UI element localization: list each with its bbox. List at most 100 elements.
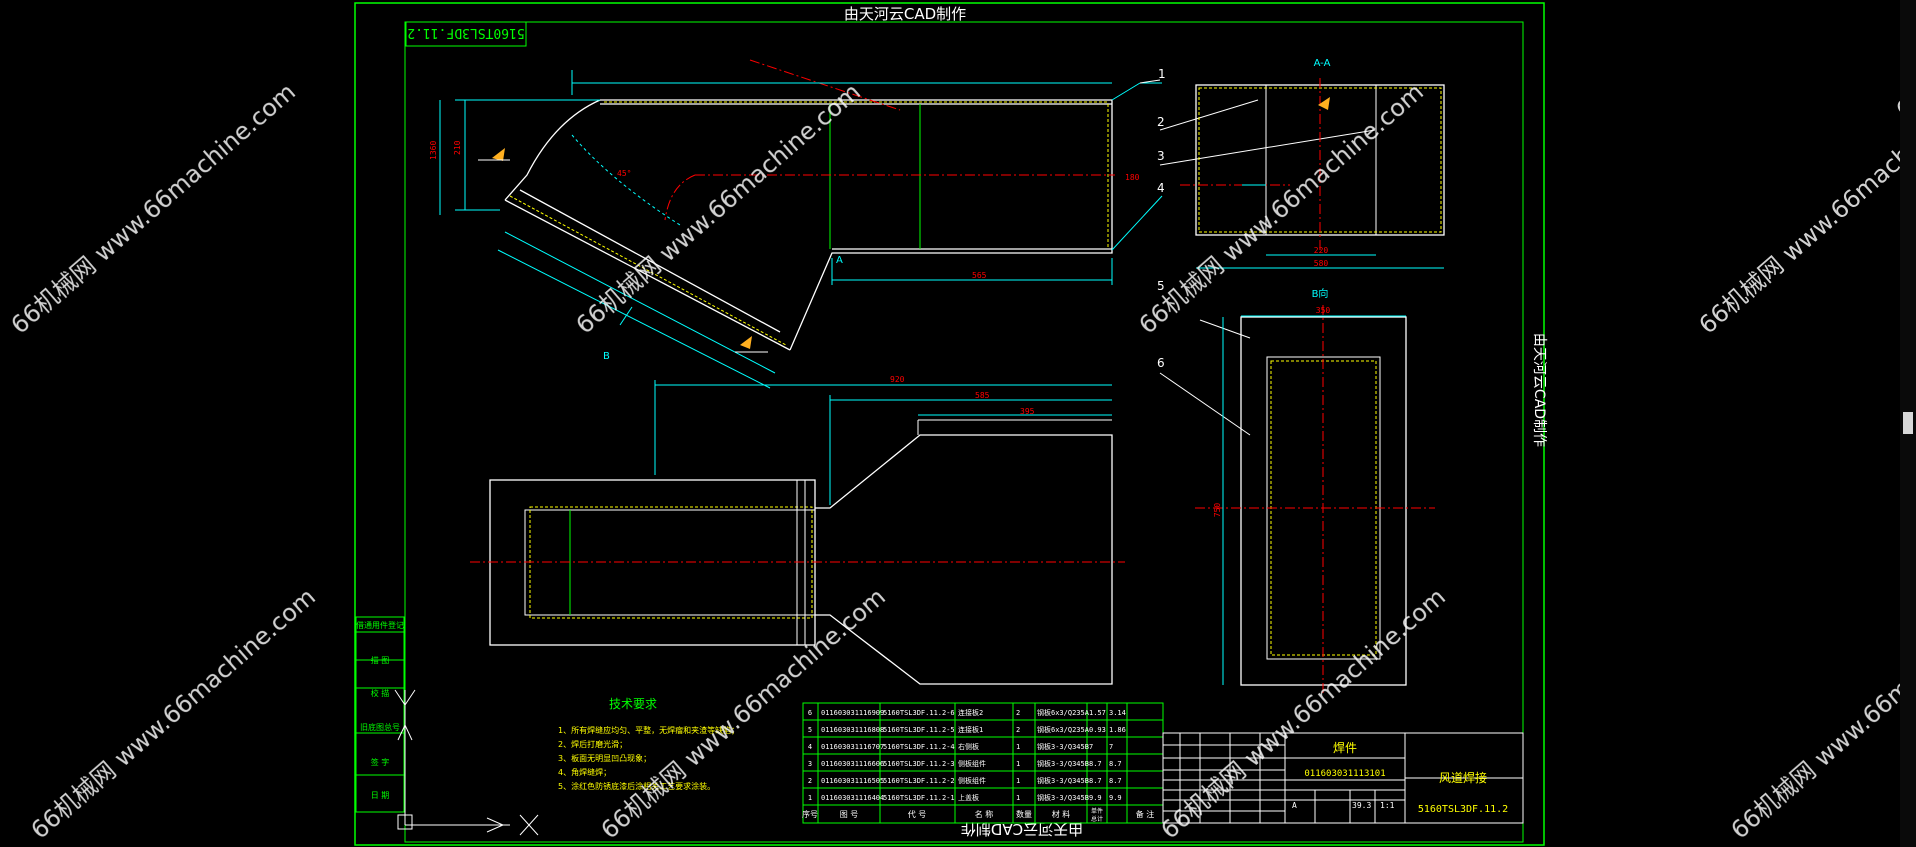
bom-cell-w2: 1.86	[1109, 726, 1126, 734]
bom-cell-ref: 5160TSL3DF.11.2-4	[883, 743, 955, 751]
bom-cell-w1: 0.93	[1089, 726, 1106, 734]
side-label-4: 签 字	[371, 757, 390, 767]
main-elbow-view: 565 45° 180 1360 210 A B	[429, 59, 1163, 389]
tb-part-name: 焊件	[1333, 740, 1357, 755]
tb-stage: A	[1292, 801, 1297, 810]
bom-cell-name: 上盖板	[958, 793, 979, 802]
tb-code-number: 011603031113101	[1304, 769, 1385, 779]
watermark-8: 66机械网 www.66machine.com	[1726, 583, 1916, 845]
tb-scale: 1:1	[1380, 801, 1395, 810]
bom-cell-no: 6	[808, 709, 812, 717]
dim-left-a: 1360	[429, 141, 438, 160]
tech-req-item-3: 4、角焊缝焊；	[558, 767, 611, 777]
dim-top-length: 565	[972, 271, 987, 280]
title-block	[1162, 732, 1524, 824]
bom-cell-qty: 1	[1016, 760, 1020, 768]
tb-assembly-name: 风道焊接	[1439, 770, 1487, 785]
side-label-3: 旧底图总号	[360, 722, 400, 732]
bom-cell-ref: 5160TSL3DF.11.2-6	[883, 709, 955, 717]
view-label-b: B	[603, 351, 610, 362]
bom-cell-code: 011603031116404	[821, 794, 884, 802]
bom-cell-w1: 1.57	[1089, 709, 1106, 717]
watermark-2: 66机械网 www.66machine.com	[571, 78, 866, 340]
bom-header-0: 序号	[802, 809, 818, 819]
bom-cell-w1: 8.7	[1089, 777, 1102, 785]
tech-req-item-2: 3、板面无明显凹凸现象；	[558, 753, 651, 763]
dim-side-height: 180	[1125, 173, 1140, 182]
bom-cell-mat: 钢板6x3/Q235A	[1037, 725, 1090, 734]
bom-cell-mat: 钢板3-3/Q345B	[1037, 759, 1089, 768]
dim-section-outer: 580	[1314, 259, 1329, 268]
callout-1: 1	[1158, 67, 1166, 81]
side-banner: 由天河云CAD制作	[1531, 333, 1547, 447]
tech-requirements: 技术要求 1、所有焊缝应均匀、平整，无焊瘤和夹渣等缺陷； 2、焊后打磨光滑； 3…	[558, 697, 739, 791]
bom-cell-name: 连接板1	[958, 725, 983, 734]
bom-cell-qty: 2	[1016, 726, 1020, 734]
bom-cell-code: 011603031116909	[821, 709, 884, 717]
vertical-scrollbar[interactable]	[1900, 0, 1916, 847]
bom-cell-code: 011603031116505	[821, 777, 884, 785]
bom-header-8: 备 注	[1136, 809, 1155, 819]
view-label-a: A	[836, 255, 843, 266]
bom-cell-ref: 5160TSL3DF.11.2-2	[883, 777, 955, 785]
bom-cell-name: 右侧板	[958, 742, 979, 751]
bom-cell-ref: 5160TSL3DF.11.2-3	[883, 760, 955, 768]
bom-cell-w2: 9.9	[1109, 794, 1122, 802]
watermark-5: 66机械网 www.66machine.com	[26, 583, 321, 845]
mirrored-code-box: 5160TSL3DF.11.2	[405, 21, 527, 47]
bom-cell-ref: 5160TSL3DF.11.2-5	[883, 726, 955, 734]
tech-req-item-4: 5、涂红色防锈底漆后涂相关工艺要求涂装。	[558, 781, 715, 791]
side-label-2: 校 描	[371, 688, 390, 698]
bom-cell-mat: 钢板3-3/Q345B	[1037, 776, 1089, 785]
bom-header-2: 代 号	[908, 809, 927, 819]
tech-req-item-1: 2、焊后打磨光滑；	[558, 739, 627, 749]
section-aa-label: A-A	[1314, 58, 1331, 69]
bom-cell-mat: 钢板3-3/Q345B	[1037, 793, 1089, 802]
dim-short-length: 395	[1020, 407, 1035, 416]
bom-cell-qty: 1	[1016, 777, 1020, 785]
bom-cell-code: 011603031116606	[821, 760, 884, 768]
bom-cell-name: 侧板组件	[958, 759, 986, 768]
tb-drawing-number: 5160TSL3DF.11.2	[1418, 804, 1508, 815]
bom-cell-no: 2	[808, 777, 812, 785]
callout-6: 6	[1157, 356, 1165, 370]
weld-symbol	[478, 148, 768, 353]
callout-3: 3	[1157, 149, 1165, 163]
top-banner: 由天河云CAD制作	[844, 5, 966, 23]
bom-header-7: 总计	[1091, 815, 1103, 823]
bom-header-1: 图 号	[840, 810, 859, 819]
ucs-icon	[394, 689, 539, 836]
plan-view: 920 585 395	[470, 375, 1125, 685]
watermark-4: 66机械网 www.66machine.com	[1694, 78, 1916, 340]
bom-cell-no: 1	[808, 794, 812, 802]
bom-cell-no: 4	[808, 743, 812, 751]
side-label-column: 借通用件登记 描 图 校 描 旧底图总号 签 字 日 期	[355, 616, 405, 813]
bom-cell-qty: 1	[1016, 794, 1020, 802]
dim-left-b: 210	[453, 140, 462, 155]
scroll-thumb[interactable]	[1903, 412, 1913, 434]
bom-cell-mat: 钢板6x3/Q235A	[1037, 708, 1090, 717]
drawing-frame	[354, 2, 1545, 846]
watermark-1: 66机械网 www.66machine.com	[6, 78, 301, 340]
side-label-1: 描 图	[371, 655, 390, 665]
callout-5: 5	[1157, 279, 1165, 293]
watermark-7: 66机械网 www.66machine.com	[1156, 583, 1451, 845]
view-b: B向 350 750	[1195, 287, 1435, 695]
bom-cell-w2: 7	[1109, 743, 1113, 751]
bottom-banner: 由天河云CAD制作	[961, 820, 1083, 838]
tech-req-title: 技术要求	[609, 697, 657, 711]
callout-4: 4	[1157, 181, 1165, 195]
bom-cell-no: 3	[808, 760, 812, 768]
watermark-3: 66机械网 www.66machine.com	[1134, 78, 1429, 340]
view-b-label: B向	[1312, 287, 1329, 300]
bom-cell-w1: 8.7	[1089, 760, 1102, 768]
section-aa-view: A-A 220 580	[1180, 58, 1445, 269]
callout-leaders	[1139, 79, 1376, 436]
bom-cell-ref: 5160TSL3DF.11.2-1	[883, 794, 955, 802]
bom-cell-code: 011603031116707	[821, 743, 884, 751]
bom-cell-qty: 1	[1016, 743, 1020, 751]
bom-cell-w1: 7	[1089, 743, 1093, 751]
dim-overall-length: 920	[890, 375, 905, 384]
dim-view-b-height: 750	[1213, 503, 1222, 518]
